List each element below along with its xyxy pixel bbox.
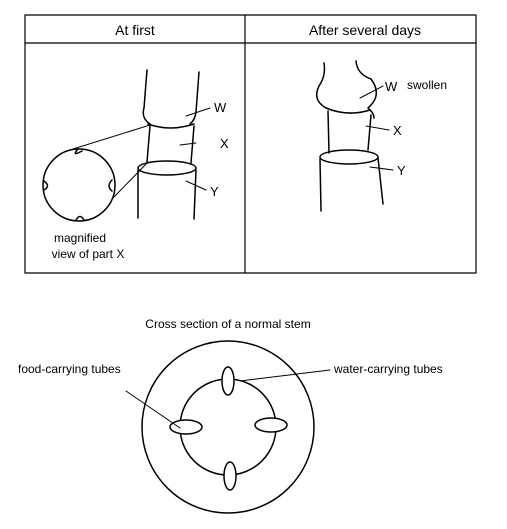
table-border	[24, 14, 477, 274]
water-tubes-leader	[239, 369, 331, 382]
lower-stem-right-edge-2	[377, 157, 384, 205]
bark-edge-top	[147, 123, 195, 129]
upper-stem-left-edge	[142, 69, 151, 125]
label-w2-leader	[359, 85, 384, 99]
label-y: Y	[210, 184, 219, 199]
upper-stem-right-edge	[189, 71, 200, 125]
magnified-circle	[42, 148, 116, 222]
tube-top	[221, 366, 235, 396]
header-at-first: At first	[115, 22, 155, 38]
magnified-tube-bottom	[75, 215, 85, 221]
label-x2-leader	[365, 125, 390, 131]
magnified-label-line1: magnified	[54, 231, 106, 245]
comparison-table	[24, 14, 477, 274]
label-y-leader	[185, 180, 207, 191]
lower-stem-right-edge	[193, 169, 197, 220]
tube-left	[169, 419, 203, 435]
food-tubes-label: food-carrying tubes	[18, 362, 121, 376]
label-w: W	[214, 100, 227, 115]
label-x2: X	[393, 123, 402, 138]
label-x: X	[220, 136, 229, 151]
ringed-part-left	[146, 125, 151, 163]
ringed-part-left-2	[327, 110, 330, 154]
swollen-stem-right-edge	[355, 60, 377, 119]
tube-bottom	[223, 461, 237, 491]
label-y2: Y	[397, 163, 406, 178]
stem-after-several-days	[315, 60, 394, 212]
stem-at-first	[42, 69, 211, 222]
ringed-part-right	[190, 125, 195, 164]
cross-section-title: Cross section of a normal stem	[145, 317, 310, 331]
swollen-stem-left-edge	[315, 62, 327, 109]
label-w-leader	[185, 107, 211, 117]
bark-edge-bottom	[137, 160, 197, 176]
magnifier-line-bottom	[112, 161, 149, 199]
magnified-tube-top	[74, 148, 83, 155]
label-swollen: swollen	[407, 78, 447, 92]
label-x-leader	[179, 142, 197, 146]
magnified-tube-right	[108, 179, 113, 192]
food-tubes-leader	[125, 390, 181, 429]
header-after-several-days: After several days	[309, 22, 421, 38]
tube-right	[254, 417, 288, 433]
lower-stem-left-edge-2	[319, 158, 322, 212]
label-y2-leader	[369, 166, 394, 171]
cross-section	[125, 340, 331, 514]
magnified-label-line2: view of part X	[52, 247, 125, 261]
magnifier-line-top	[72, 124, 151, 150]
outer-stem-ring	[141, 340, 315, 514]
bark-edge-bottom-2	[319, 149, 379, 165]
label-w2: W	[385, 79, 398, 94]
swollen-bark-edge	[325, 107, 371, 114]
ringed-part-right-2	[367, 114, 372, 151]
water-tubes-label: water-carrying tubes	[333, 362, 443, 376]
magnified-tube-left	[43, 180, 49, 191]
